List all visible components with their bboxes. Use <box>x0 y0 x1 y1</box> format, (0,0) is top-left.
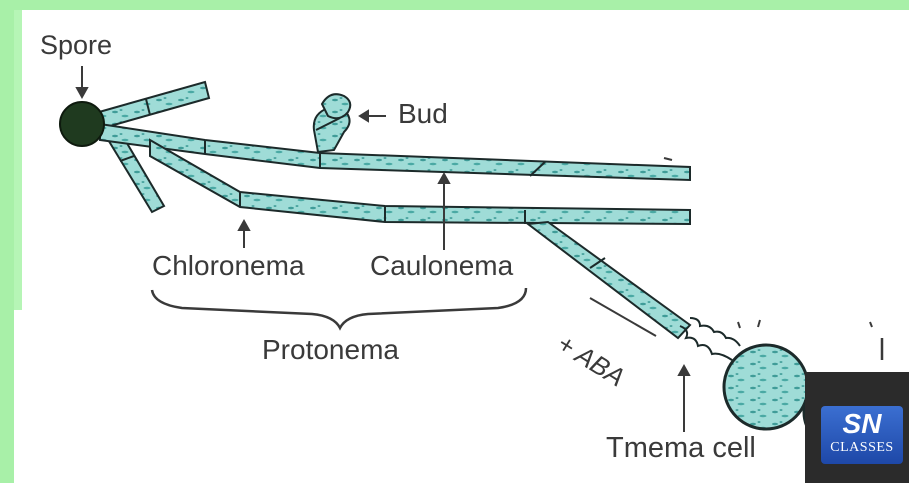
upper-filament <box>92 82 209 130</box>
tmema-neck <box>680 326 732 360</box>
mark-c <box>870 322 872 327</box>
tmema-label: Tmema cell <box>606 432 756 465</box>
logo-text: CLASSES <box>821 440 903 456</box>
chloronema-label: Chloronema <box>152 250 305 282</box>
mark-e <box>664 158 672 160</box>
bud-arrow <box>360 111 386 121</box>
bud-structure <box>314 94 350 152</box>
mark-a <box>738 322 740 328</box>
protonema-label: Protonema <box>262 334 399 366</box>
sn-classes-logo: SN CLASSES <box>805 372 909 483</box>
chloronema-arrow <box>239 221 249 248</box>
descending-filament <box>528 222 690 338</box>
mark-b <box>758 320 760 327</box>
logo-badge: SN CLASSES <box>821 406 903 464</box>
logo-mark: SN <box>821 408 903 440</box>
tmema-arrow <box>679 366 689 432</box>
protonema-brace <box>152 288 526 328</box>
spore-label: Spore <box>40 30 112 61</box>
spore-arrow <box>77 66 87 97</box>
bud-label: Bud <box>398 98 448 130</box>
spore-cell <box>60 102 104 146</box>
caulonema-label: Caulonema <box>370 250 513 282</box>
